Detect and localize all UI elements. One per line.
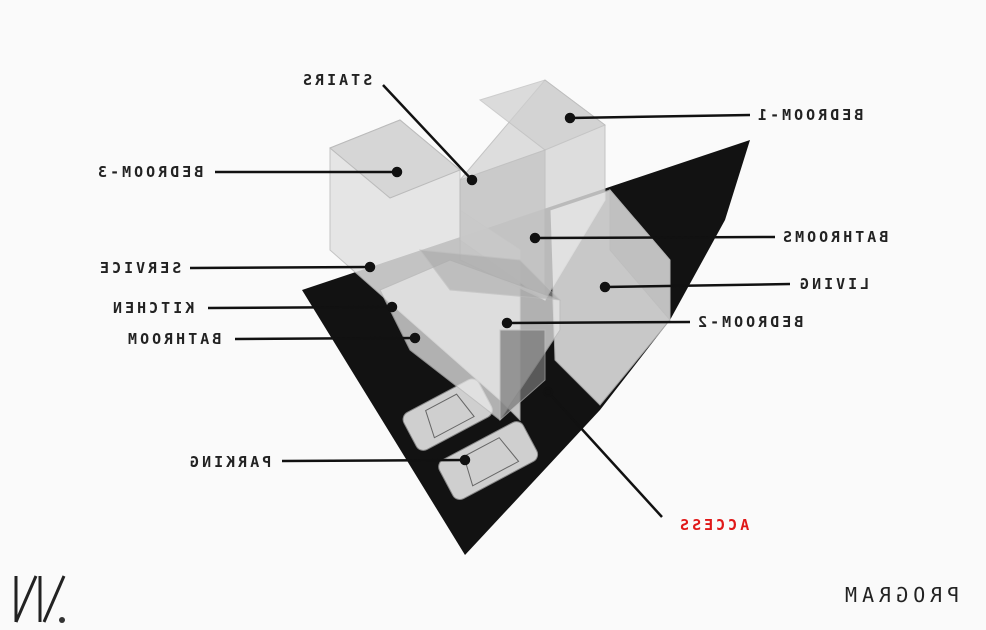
label-living: LIVING (797, 275, 870, 293)
label-bedroom-1: BEDROOM-1 (755, 106, 864, 124)
leader-lines (189, 84, 791, 518)
building-volumes (329, 79, 671, 422)
label-bathroom: BATHROOM (125, 330, 222, 348)
parking-car-2 (438, 421, 539, 500)
label-stairs: STAIRS (300, 71, 373, 89)
label-bedroom-3: BEDROOM-3 (95, 163, 204, 181)
label-parking: PARKING (187, 453, 272, 471)
diagram-title: PROGRAM (840, 583, 960, 607)
label-bathrooms: BATHROOMS (780, 228, 889, 246)
label-bedroom-2: BEDROOM-2 (695, 313, 804, 331)
logo-icon (14, 575, 66, 623)
label-kitchen: KITCHEN (110, 299, 195, 317)
label-service: SERVICE (97, 259, 182, 277)
label-access: ACCESS (677, 516, 750, 534)
